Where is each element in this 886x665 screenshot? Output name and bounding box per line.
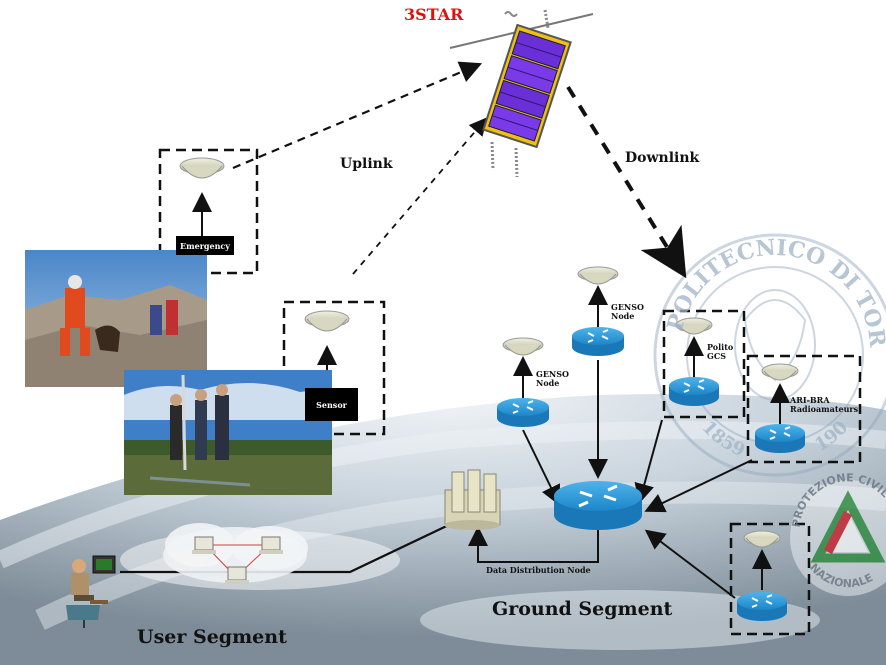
protezione-civile-station: [729, 522, 811, 636]
central-router-icon: [554, 481, 642, 530]
user-workstation-icon: [66, 555, 116, 628]
uplink-sensor-arrow: [352, 117, 488, 275]
dish-icon: [304, 310, 350, 332]
genso-node-1-line1: GENSO: [536, 369, 569, 379]
ground-segment-title: Ground Segment: [492, 598, 673, 620]
ari-bra-line2: Radioamateurs: [790, 404, 859, 414]
user-network-cloud: [163, 523, 308, 584]
downlink-label: Downlink: [625, 150, 700, 166]
ari-bra-label: ARI-BRA Radioamateurs: [790, 396, 858, 414]
dish-icon: [743, 530, 781, 548]
satellite-icon: [449, 9, 594, 178]
polito-gcs-line2: GCS: [707, 351, 726, 361]
emergency-label: Emergency: [176, 236, 234, 255]
genso-node-1-label: GENSO Node: [536, 370, 569, 388]
polito-gcs-label: Polito GCS: [707, 343, 733, 361]
genso-node-1-line2: Node: [536, 378, 560, 388]
computer-icon: [192, 536, 216, 554]
dish-icon: [675, 317, 713, 335]
link-lines: [232, 61, 687, 279]
router-icon: [572, 327, 624, 356]
computer-icon: [225, 566, 249, 584]
uplink-emergency-arrow: [232, 61, 483, 170]
server-icon: [444, 469, 501, 530]
emergency-station: [158, 148, 259, 275]
genso-node-2-line2: Node: [611, 311, 635, 321]
genso-node-2: [572, 266, 624, 356]
router-icon: [755, 424, 805, 453]
genso-node-1: [497, 337, 549, 427]
protezione-civile-logo: [790, 480, 886, 596]
polito-gcs-line1: Polito: [707, 342, 734, 352]
dish-icon: [502, 337, 544, 356]
uplink-label: Uplink: [340, 156, 393, 172]
router-icon: [737, 592, 787, 621]
polito-gcs-station: [662, 309, 746, 419]
sensor-label: Sensor: [305, 388, 358, 421]
data-distribution-label: Data Distribution Node: [486, 565, 591, 575]
ari-bra-line1: ARI-BRA: [790, 395, 830, 405]
dish-icon: [179, 157, 225, 179]
ari-bra-station: [746, 354, 862, 464]
field-photo: [124, 370, 332, 495]
computer-icon: [259, 536, 283, 554]
satellite-name: 3STAR: [404, 5, 464, 24]
dish-icon: [761, 363, 799, 381]
user-segment-title: User Segment: [137, 626, 287, 648]
router-icon: [497, 398, 549, 427]
downlink-arrow: [566, 85, 687, 279]
dish-icon: [577, 266, 619, 285]
sensor-station: [282, 300, 386, 436]
genso-node-2-label: GENSO Node: [611, 303, 644, 321]
router-icon: [669, 377, 719, 406]
genso-node-2-line1: GENSO: [611, 302, 644, 312]
rescue-photo: [25, 250, 207, 387]
